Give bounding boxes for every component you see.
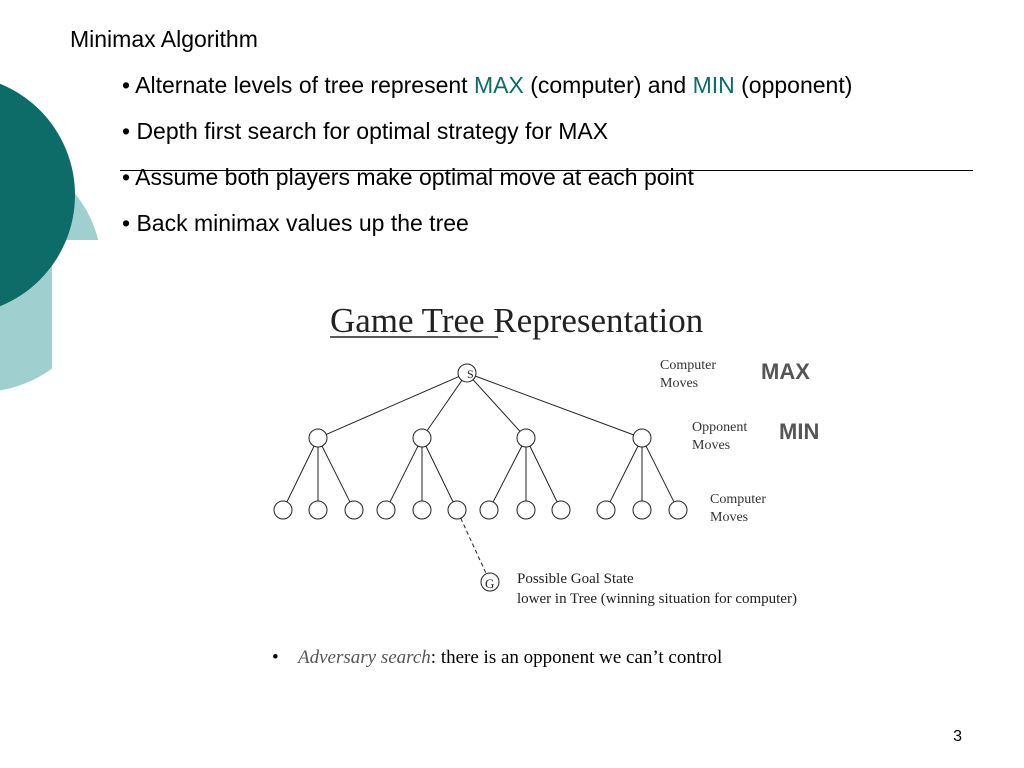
- leaf-level-label-2: Moves: [710, 510, 748, 525]
- min-term: MIN: [692, 72, 735, 98]
- caption-text: : there is an opponent we can’t control: [430, 647, 723, 668]
- min-node: [516, 428, 536, 448]
- max-leaf-node: [447, 500, 467, 520]
- goal-node: [480, 572, 500, 592]
- root-node: [457, 363, 477, 383]
- horizontal-rule: [120, 170, 973, 171]
- tree-edge: [609, 445, 639, 503]
- max-leaf-node: [308, 500, 328, 520]
- bullet-text: (opponent): [734, 72, 853, 98]
- tree-edge: [326, 376, 459, 435]
- tree-edge: [425, 445, 454, 503]
- max-leaf-node: [412, 500, 432, 520]
- bullet-item: • Assume both players make optimal move …: [122, 164, 694, 190]
- max-tag: MAX: [761, 359, 810, 384]
- bullet-item: • Back minimax values up the tree: [122, 210, 469, 236]
- tree-edges: [286, 375, 675, 575]
- max-leaf-node: [479, 500, 499, 520]
- tree-edge: [472, 379, 521, 432]
- slide-title: Minimax Algorithm: [70, 26, 258, 52]
- min-node: [308, 428, 328, 448]
- max-leaf-node: [344, 500, 364, 520]
- min-level-label-1: Opponent: [692, 420, 747, 435]
- max-term: MAX: [473, 72, 524, 98]
- tree-edge: [426, 380, 463, 431]
- tree-nodes: [273, 363, 688, 592]
- tree-edge: [389, 445, 419, 503]
- decorative-circles: [0, 83, 110, 420]
- leaf-level-label-1: Computer: [710, 492, 766, 507]
- max-leaf-node: [551, 500, 571, 520]
- bullet-list: • Alternate levels of tree represent MAX…: [122, 70, 852, 254]
- max-level-label-2: Moves: [660, 376, 698, 391]
- max-leaf-node: [596, 500, 616, 520]
- max-level-label-1: Computer: [660, 358, 716, 373]
- max-leaf-node: [273, 500, 293, 520]
- goal-caption-line-2: lower in Tree (winning situation for com…: [517, 591, 797, 607]
- bullet-text: • Alternate levels of tree represent: [122, 72, 474, 98]
- min-node: [412, 428, 432, 448]
- bullet-item: • Alternate levels of tree represent MAX…: [122, 70, 852, 116]
- tree-edge: [529, 445, 558, 503]
- tree-edge: [475, 375, 634, 436]
- min-tag: MIN: [779, 419, 819, 444]
- bullet-text: (computer) and: [523, 72, 693, 98]
- root-label: S: [467, 367, 474, 381]
- min-level-label-2: Moves: [692, 438, 730, 453]
- max-leaf-node: [632, 500, 652, 520]
- max-leaf-node: [516, 500, 536, 520]
- tree-edge: [321, 445, 351, 503]
- tree-edge: [492, 445, 523, 503]
- caption-bullet: •: [272, 647, 279, 668]
- max-leaf-node: [376, 500, 396, 520]
- max-leaf-node: [668, 500, 688, 520]
- figure-heading: Game Tree Representation: [330, 301, 703, 340]
- goal-dashed-edge: [460, 517, 487, 575]
- min-node: [632, 428, 652, 448]
- game-tree-figure: Game Tree Representation Computer Moves …: [273, 301, 819, 607]
- goal-label: G: [485, 576, 494, 591]
- tree-edge: [645, 445, 675, 503]
- figure-caption: • Adversary search: there is an opponent …: [272, 646, 722, 670]
- goal-caption-line-1: Possible Goal State: [517, 571, 634, 587]
- page-number: 3: [953, 728, 962, 745]
- bullet-item: • Depth first search for optimal strateg…: [122, 118, 609, 144]
- caption-term: Adversary search: [298, 647, 431, 668]
- level-labels: Computer Moves Opponent Moves Computer M…: [660, 358, 766, 525]
- tree-edge: [286, 445, 315, 503]
